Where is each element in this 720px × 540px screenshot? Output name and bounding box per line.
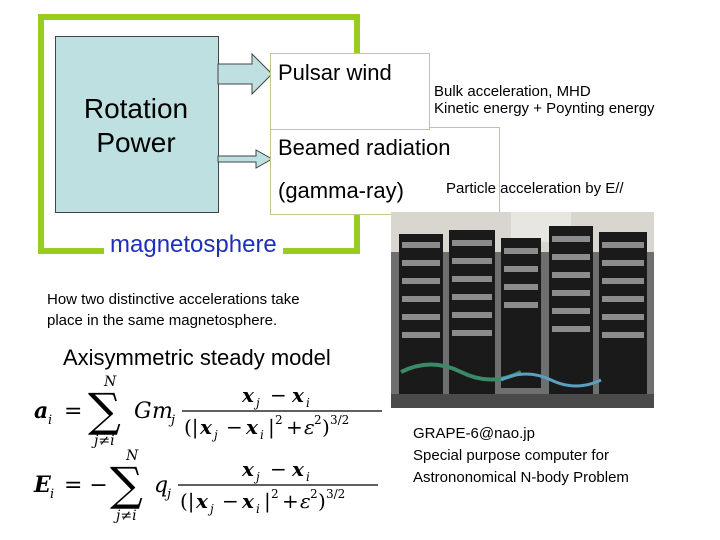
svg-text:x: x [291,457,305,481]
magnetosphere-label: magnetosphere [104,231,283,259]
svg-text:ε: ε [304,415,315,439]
svg-text:G: G [134,399,152,424]
svg-text:ε: ε [300,489,311,513]
svg-text:−: − [226,415,243,439]
svg-text:x: x [241,489,255,513]
svg-text:3/2: 3/2 [326,487,345,501]
svg-text:2: 2 [275,413,283,427]
svg-text:): ) [318,489,326,513]
svg-text:2: 2 [310,487,318,501]
equations: a i = N ∑ j≠i G m j x j − x i (| x j − x… [33,374,382,524]
svg-text:−: − [270,383,287,407]
bulk-line1: Bulk acceleration, MHD [434,83,591,100]
gamma-ray-label: (gamma-ray) [278,178,404,203]
svg-text:i: i [256,502,260,516]
field-equation: E i = − N ∑ j≠i q j x j − x i (| x j − x… [33,448,378,524]
svg-text:x: x [195,489,209,513]
particle-acceleration-label: Particle acceleration by E// [446,180,624,197]
svg-text:x: x [291,383,305,407]
svg-text:i: i [306,470,310,484]
svg-text:j: j [164,487,171,502]
beamed-radiation-box [270,127,500,215]
svg-text:j: j [168,413,175,428]
note-line1: How two distinctive accelerations take [47,291,300,308]
svg-text:x: x [199,415,213,439]
rotation-label-line1: Rotation [83,93,189,124]
svg-text:j: j [253,396,260,410]
arrow-pulsar-wind [217,52,273,96]
svg-text:+: + [286,415,303,439]
svg-text:i: i [306,396,310,410]
svg-text:m: m [152,399,173,424]
svg-text:N: N [125,448,139,464]
svg-text:|: | [264,489,271,514]
svg-text:3/2: 3/2 [330,413,349,427]
svg-text:j: j [211,428,218,442]
acceleration-equation: a i = N ∑ j≠i G m j x j − x i (| x j − x… [34,374,382,449]
svg-text:i: i [260,428,264,442]
grape-line2: Special purpose computer for [413,447,609,464]
svg-text:q: q [154,473,168,498]
svg-text:N: N [103,374,117,390]
svg-text:x: x [245,415,259,439]
rotation-power-box [55,36,219,213]
beamed-radiation-label: Beamed radiation [278,135,451,160]
svg-text:−: − [270,457,287,481]
bulk-acceleration-label: Bulk acceleration, MHD Kinetic energy + … [434,83,655,117]
svg-text:i: i [48,413,52,428]
svg-text:j≠i: j≠i [91,433,115,449]
svg-text:j: j [253,470,260,484]
svg-text:a: a [34,398,48,424]
svg-text:2: 2 [314,413,322,427]
note-line2: place in the same magnetosphere. [47,312,278,329]
svg-text:E: E [33,472,52,498]
arrow-beamed-radiation [217,149,274,169]
svg-text:=: = [64,399,82,424]
svg-text:= −: = − [64,473,108,498]
grape6-caption: GRAPE-6@nao.jp Special purpose computer … [413,423,629,489]
pulsar-wind-box [270,53,430,130]
sigma-symbol: ∑ [88,383,121,437]
sigma-symbol-2: ∑ [110,457,143,511]
svg-text:(|: (| [184,415,199,440]
pulsar-wind-label: Pulsar wind [278,60,392,85]
svg-text:): ) [322,415,330,439]
svg-text:−: − [222,489,239,513]
svg-text:+: + [282,489,299,513]
svg-text:j≠i: j≠i [113,508,137,524]
grape-line3: Astrononomical N-body Problem [413,469,629,486]
svg-text:x: x [241,383,255,407]
bulk-line2: Kinetic energy + Poynting energy [434,100,655,117]
svg-text:2: 2 [271,487,279,501]
rotation-label-line2: Power [96,127,176,158]
rotation-power-label: Rotation Power [55,92,217,160]
axisymmetric-model-label: Axisymmetric steady model [63,345,331,370]
svg-text:i: i [50,487,54,502]
svg-text:x: x [241,457,255,481]
grape6-photo [391,212,654,408]
grape-line1: GRAPE-6@nao.jp [413,425,535,442]
svg-text:|: | [268,415,275,440]
distinctive-accelerations-note: How two distinctive accelerations take p… [47,289,300,331]
server-racks-image [391,212,654,408]
svg-text:(|: (| [180,489,195,514]
svg-text:j: j [207,502,214,516]
arrows [217,52,274,169]
